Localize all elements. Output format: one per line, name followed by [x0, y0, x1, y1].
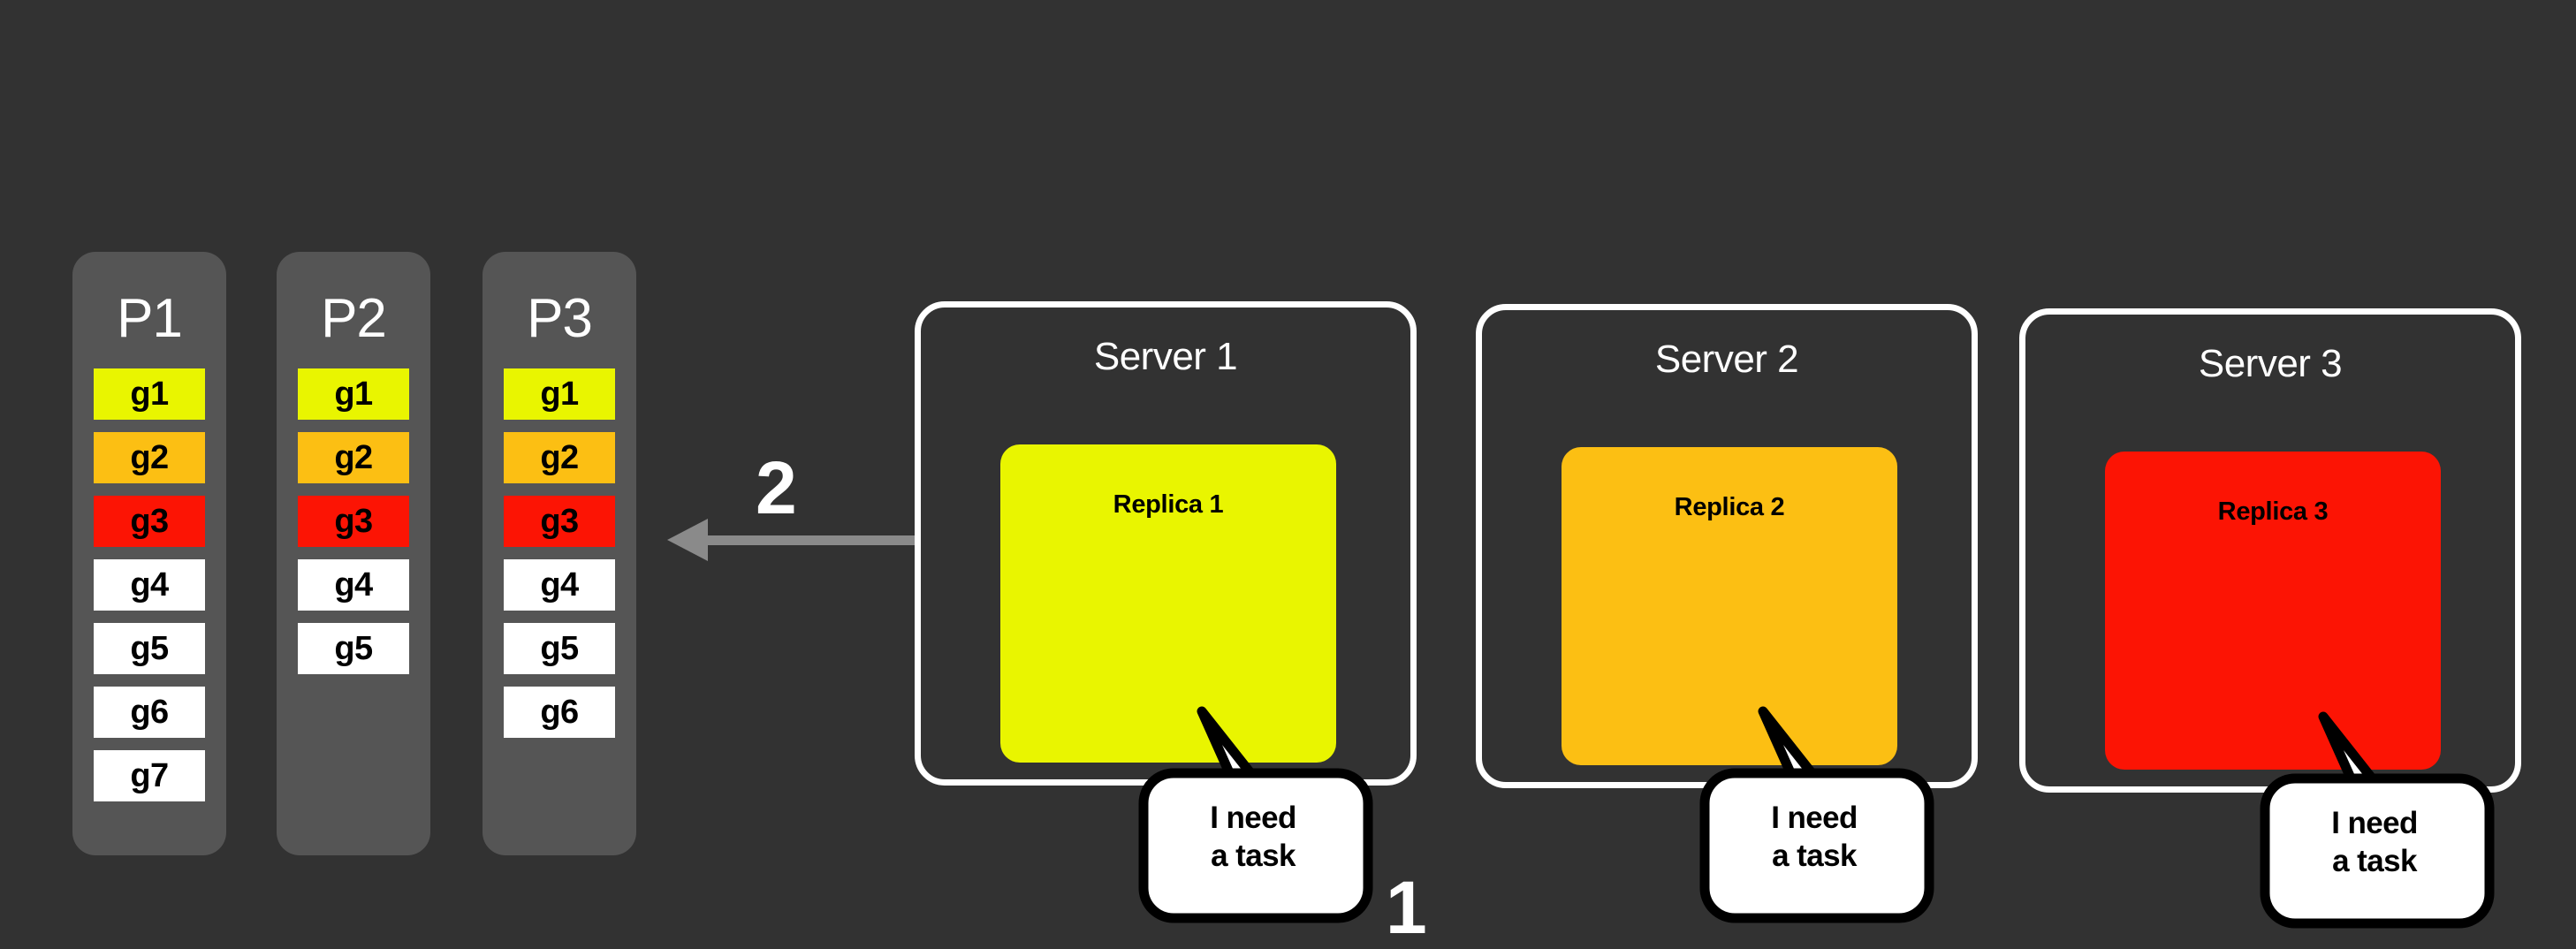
replica-1-box[interactable]: Replica 1 — [1000, 444, 1336, 763]
bubble-line-2: a task — [1772, 838, 1857, 873]
server-1-box[interactable]: Server 1 Replica 1 — [915, 301, 1417, 786]
tile-p1-g5[interactable]: g5 — [94, 623, 205, 674]
partition-p2-title: P2 — [321, 288, 387, 349]
tile-p2-g1[interactable]: g1 — [298, 368, 409, 420]
replica-3-box[interactable]: Replica 3 — [2105, 452, 2441, 770]
bubble-line-2: a task — [2332, 843, 2417, 878]
tile-p3-g6[interactable]: g6 — [504, 687, 615, 738]
server-1-title: Server 1 — [1093, 335, 1238, 378]
bubble-line-1: I need — [1771, 801, 1858, 835]
step-number-1: 1 — [1386, 866, 1427, 949]
tile-p1-g2[interactable]: g2 — [94, 432, 205, 483]
tile-p1-g4[interactable]: g4 — [94, 559, 205, 611]
bubble-line-2: a task — [1211, 838, 1296, 873]
speech-bubble-shape-2 — [1699, 706, 1934, 923]
speech-bubble-text-1: I need a task — [1138, 800, 1368, 875]
partition-p3-title: P3 — [527, 288, 593, 349]
server-2-title: Server 2 — [1654, 338, 1799, 381]
tile-p2-g4[interactable]: g4 — [298, 559, 409, 611]
replica-2-box[interactable]: Replica 2 — [1562, 447, 1897, 765]
tile-p2-g5[interactable]: g5 — [298, 623, 409, 674]
speech-bubble-text-2: I need a task — [1699, 800, 1929, 875]
tile-p3-g1[interactable]: g1 — [504, 368, 615, 420]
bubble-line-1: I need — [2331, 806, 2418, 840]
speech-bubble-server-1[interactable]: I need a task — [1138, 706, 1379, 923]
partition-p3-tiles: g1 g2 g3 g4 g5 g6 — [504, 368, 615, 750]
tile-p3-g3[interactable]: g3 — [504, 496, 615, 547]
partition-p2-tiles: g1 g2 g3 g4 g5 — [298, 368, 409, 687]
tile-p3-g4[interactable]: g4 — [504, 559, 615, 611]
replica-2-label: Replica 2 — [1674, 493, 1785, 521]
partition-p3[interactable]: P3 g1 g2 g3 g4 g5 g6 — [483, 252, 636, 855]
partition-p2[interactable]: P2 g1 g2 g3 g4 g5 — [277, 252, 430, 855]
tile-p3-g2[interactable]: g2 — [504, 432, 615, 483]
server-2-box[interactable]: Server 2 Replica 2 — [1476, 304, 1978, 788]
arrow-head-icon — [667, 519, 708, 561]
tile-p3-g5[interactable]: g5 — [504, 623, 615, 674]
server-3-box[interactable]: Server 3 Replica 3 — [2019, 308, 2521, 793]
flow-arrow-left — [667, 446, 915, 570]
partition-p1-title: P1 — [117, 288, 183, 349]
replica-3-label: Replica 3 — [2217, 497, 2329, 526]
tile-p1-g3[interactable]: g3 — [94, 496, 205, 547]
arrow-line — [704, 535, 915, 545]
replica-1-label: Replica 1 — [1113, 490, 1224, 519]
partition-p1[interactable]: P1 g1 g2 g3 g4 g5 g6 g7 — [72, 252, 226, 855]
speech-bubble-server-3[interactable]: I need a task — [2260, 711, 2500, 929]
tile-p1-g1[interactable]: g1 — [94, 368, 205, 420]
tile-p1-g6[interactable]: g6 — [94, 687, 205, 738]
speech-bubble-server-2[interactable]: I need a task — [1699, 706, 1940, 923]
speech-bubble-shape-1 — [1138, 706, 1373, 923]
partition-p1-tiles: g1 g2 g3 g4 g5 g6 g7 — [94, 368, 205, 814]
tile-p2-g2[interactable]: g2 — [298, 432, 409, 483]
bubble-line-1: I need — [1210, 801, 1296, 835]
speech-bubble-text-3: I need a task — [2260, 805, 2489, 880]
tile-p2-g3[interactable]: g3 — [298, 496, 409, 547]
tile-p1-g7[interactable]: g7 — [94, 750, 205, 801]
speech-bubble-shape-3 — [2260, 711, 2495, 929]
server-3-title: Server 3 — [2198, 342, 2343, 385]
step-number-2: 2 — [756, 446, 797, 529]
